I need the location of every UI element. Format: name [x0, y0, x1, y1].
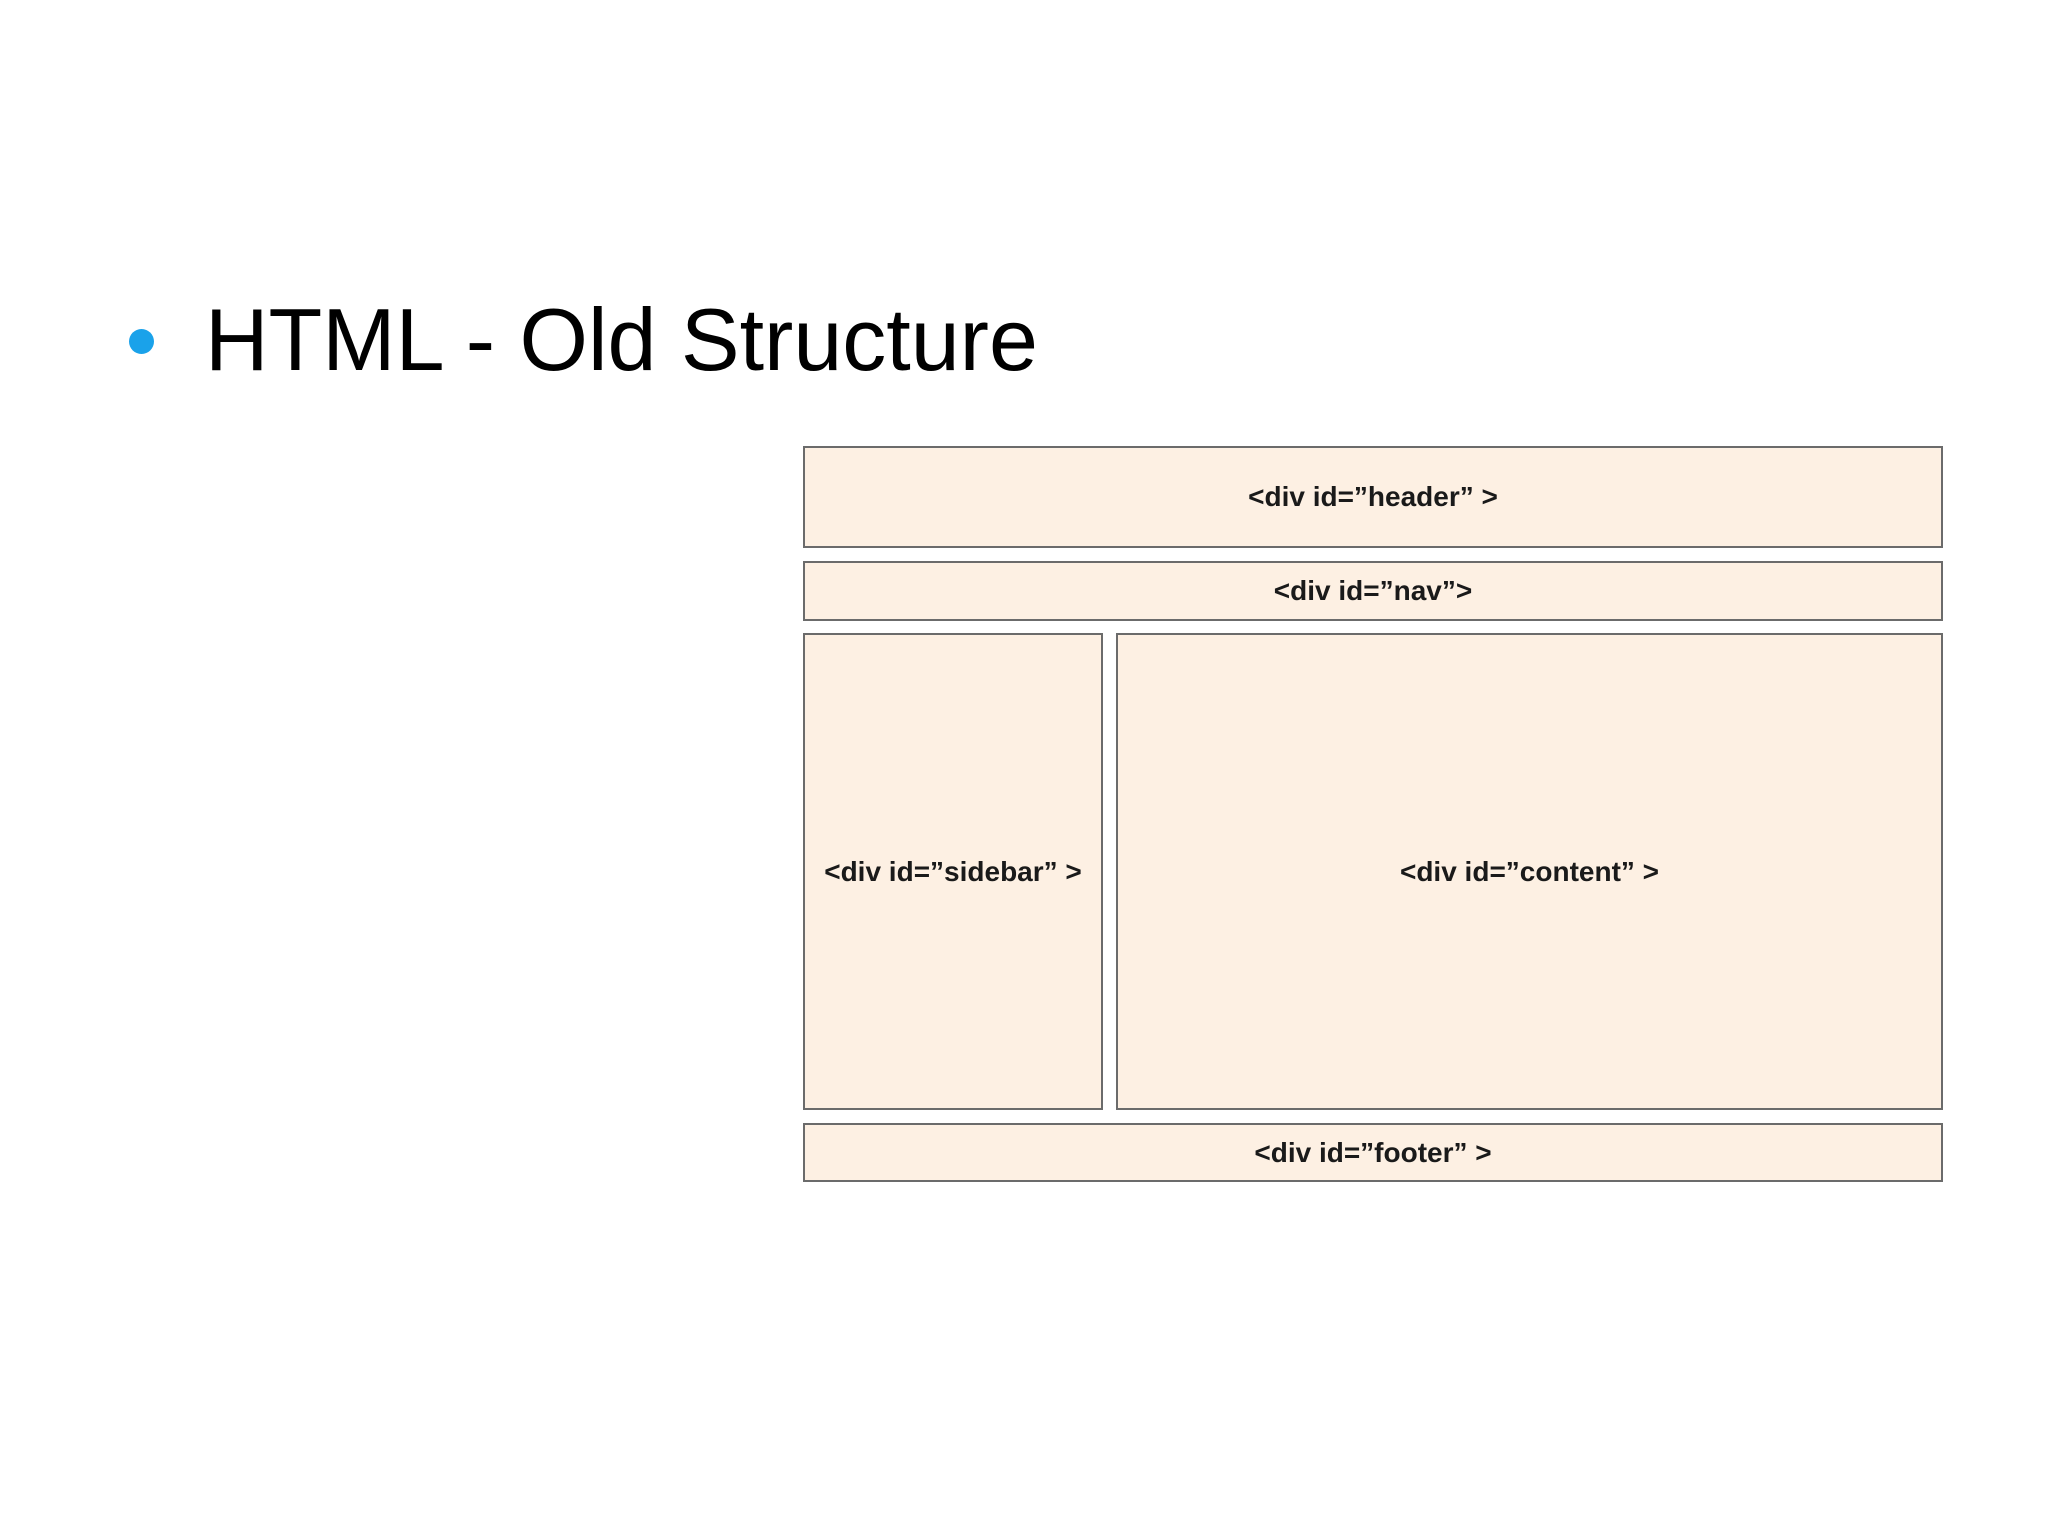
nav-box-label: <div id=”nav”>	[1273, 575, 1473, 606]
sidebar-box-label: <div id=”sidebar” >	[824, 855, 1082, 887]
bullet-icon	[129, 329, 154, 354]
header-box-label: <div id=”header” >	[1248, 481, 1498, 512]
diagram-box-nav: <div id=”nav”>	[803, 561, 1943, 621]
diagram-box-footer: <div id=”footer” >	[803, 1123, 1943, 1182]
content-box-label: <div id=”content” >	[1399, 855, 1660, 887]
diagram-box-content: <div id=”content” >	[1116, 633, 1943, 1110]
diagram-box-sidebar: <div id=”sidebar” >	[803, 633, 1103, 1110]
footer-box-label: <div id=”footer” >	[1254, 1136, 1492, 1168]
html-old-structure-diagram: <div id=”header” > <div id=”nav”> <div i…	[803, 446, 1943, 1182]
diagram-box-header: <div id=”header” >	[803, 446, 1943, 548]
slide-title: HTML - Old Structure	[205, 290, 1038, 389]
